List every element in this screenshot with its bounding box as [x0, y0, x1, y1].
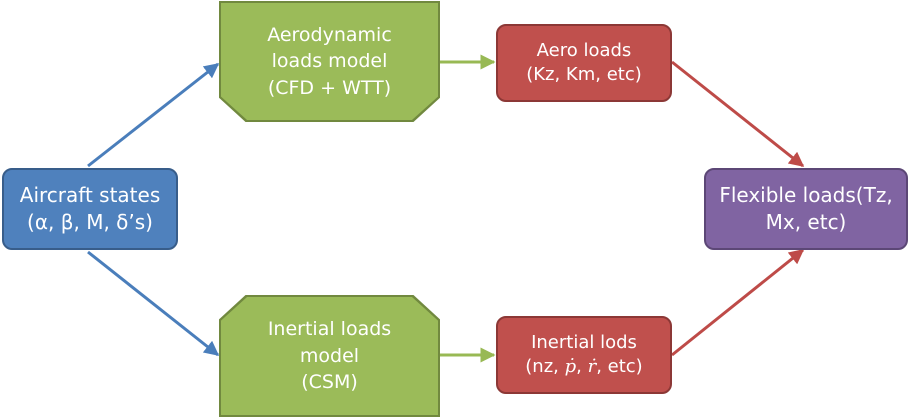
aero-model-box: Aerodynamic loads model (CFD + WTT) — [219, 1, 440, 122]
arrow-states-to-inertial-model — [87, 250, 220, 357]
arrow-inertial-lods-to-flexible — [671, 248, 805, 357]
flexible-loads-line1: Flexible loads(Tz, — [719, 183, 893, 207]
aero-model-line2: loads model — [271, 50, 388, 73]
flexible-loads-box: Flexible loads(Tz, Mx, etc) — [704, 168, 908, 250]
inertial-model-box: Inertial loads model (CSM) — [219, 295, 440, 417]
aero-model-line1: Aerodynamic — [267, 23, 392, 46]
p-dot-symbol: ṗ — [564, 356, 577, 377]
arrow-aero-loads-to-flexible — [671, 60, 805, 168]
inertial-model-line1: Inertial loads — [267, 318, 392, 341]
arrow-states-to-aero-model — [87, 62, 220, 168]
aircraft-states-title: Aircraft states — [19, 183, 161, 207]
inertial-model-line3: (CSM) — [301, 371, 358, 394]
aero-loads-title: Aero loads — [536, 39, 632, 61]
r-dot-symbol: ṙ — [587, 356, 597, 377]
inertial-model-line2: model — [299, 344, 360, 367]
inertial-lods-title: Inertial lods — [531, 331, 637, 353]
inertial-lods-box: Inertial lods (nz, ṗ, ṙ, etc) — [496, 316, 672, 394]
aero-loads-box: Aero loads (Kz, Km, etc) — [496, 24, 672, 102]
inertial-lods-vars: (nz, ṗ, ṙ, etc) — [525, 356, 643, 377]
flexible-loads-line2: Mx, etc) — [765, 210, 847, 234]
aircraft-states-vars: (α, β, M, δ’s) — [27, 210, 153, 234]
aircraft-states-box: Aircraft states (α, β, M, δ’s) — [2, 168, 178, 250]
aero-model-line3: (CFD + WTT) — [267, 76, 392, 99]
aero-loads-vars: (Kz, Km, etc) — [526, 64, 642, 85]
